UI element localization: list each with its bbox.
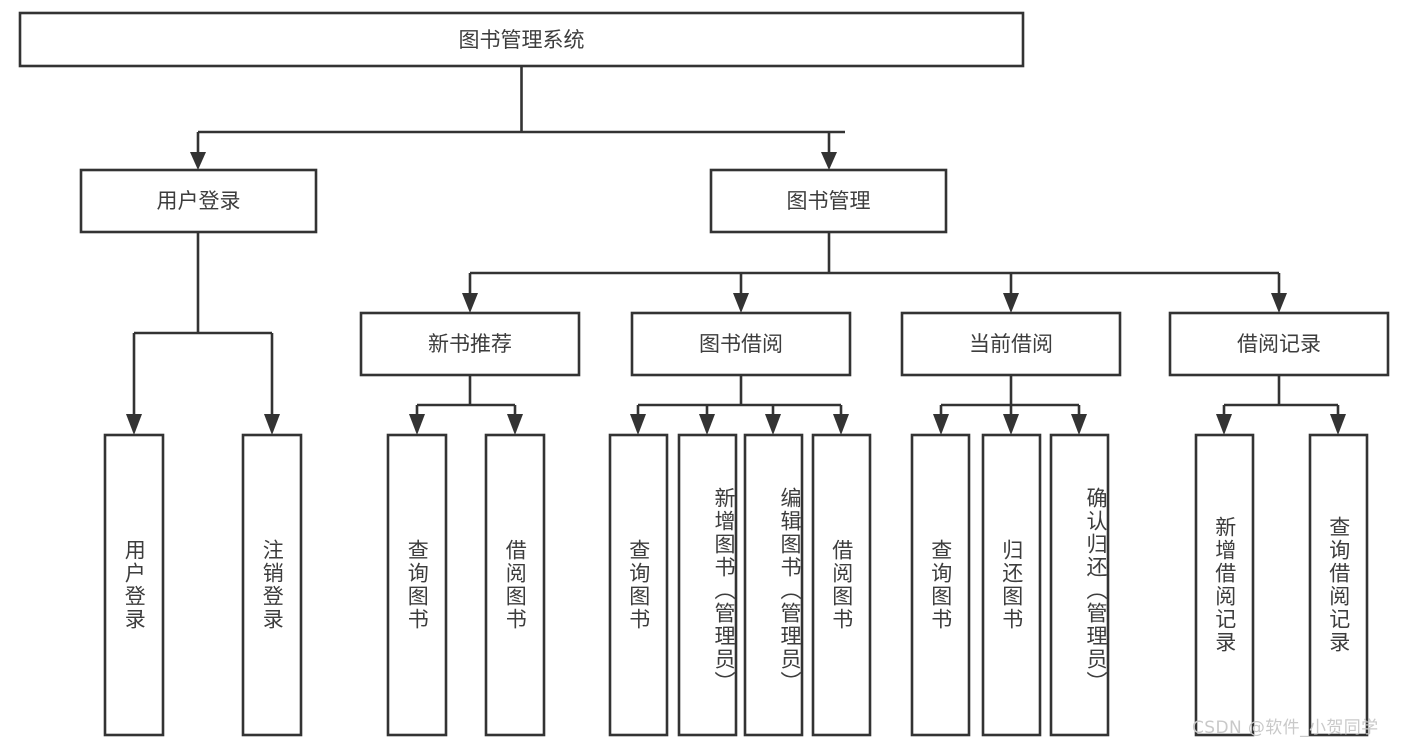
node-label-new-book-recommend: 新书推荐 [428, 332, 512, 356]
arrow-currentborrow-leaf-3 [1071, 414, 1087, 435]
node-box-leaf-bookborrow-1[interactable] [608, 433, 669, 737]
arrow-bookborrow-leaf-4 [833, 414, 849, 435]
node-box-leaf-currentborrow-3[interactable] [1049, 433, 1110, 737]
node-box-book-manage[interactable] [709, 168, 948, 234]
arrow-root-to-book-manage [821, 152, 837, 170]
node-box-leaf-bookborrow-3[interactable] [743, 433, 804, 737]
node-box-leaf-user-login-1[interactable] [103, 433, 165, 737]
node-box-leaf-bookborrow-2[interactable] [677, 433, 738, 737]
node-box-book-borrow[interactable] [630, 311, 852, 377]
arrow-borrowrecord-leaf-2 [1330, 414, 1346, 435]
arrow-newbook-leaf-1 [409, 414, 425, 435]
node-box-current-borrow[interactable] [900, 311, 1122, 377]
csdn-watermark: CSDN @软件_小贺同学 [1192, 718, 1379, 738]
node-box-group: 图书管理系统 用户登录 图书管理 新书推荐 图书借阅 当前借阅 借阅记录 [18, 11, 1390, 737]
node-box-leaf-currentborrow-1[interactable] [910, 433, 971, 737]
arrow-bookmanage-to-book-borrow [733, 293, 749, 313]
node-box-root[interactable] [18, 11, 1025, 68]
arrow-bookmanage-to-borrow-record [1271, 293, 1287, 313]
node-label-user-login: 用户登录 [157, 189, 241, 213]
arrow-bookborrow-leaf-1 [630, 414, 646, 435]
arrow-bookborrow-leaf-2 [699, 414, 715, 435]
node-box-leaf-currentborrow-2[interactable] [981, 433, 1042, 737]
node-box-leaf-newbook-1[interactable] [386, 433, 448, 737]
arrow-bookborrow-leaf-3 [765, 414, 781, 435]
arrow-newbook-leaf-2 [507, 414, 523, 435]
node-box-new-book-recommend[interactable] [359, 311, 581, 377]
arrow-root-to-user-login [190, 152, 206, 170]
arrow-userlogin-leaf-1 [126, 414, 142, 435]
node-box-leaf-borrowrecord-1[interactable] [1194, 433, 1255, 737]
arrow-bookmanage-to-current-borrow [1003, 293, 1019, 313]
arrow-currentborrow-leaf-2 [1003, 414, 1019, 435]
node-box-user-login[interactable] [79, 168, 318, 234]
arrow-bookmanage-to-new-book [462, 293, 478, 313]
node-label-root: 图书管理系统 [459, 28, 585, 52]
arrow-userlogin-leaf-2 [264, 414, 280, 435]
node-box-leaf-user-login-2[interactable] [241, 433, 303, 737]
node-label-book-manage: 图书管理 [787, 189, 871, 213]
connector-group [126, 66, 1346, 435]
node-label-borrow-record: 借阅记录 [1237, 332, 1321, 356]
node-box-leaf-newbook-2[interactable] [484, 433, 546, 737]
node-box-borrow-record[interactable] [1168, 311, 1390, 377]
node-label-current-borrow: 当前借阅 [969, 332, 1053, 356]
node-box-leaf-bookborrow-4[interactable] [811, 433, 872, 737]
node-label-book-borrow: 图书借阅 [699, 332, 783, 356]
arrow-borrowrecord-leaf-1 [1216, 414, 1232, 435]
node-box-leaf-borrowrecord-2[interactable] [1308, 433, 1369, 737]
arrow-currentborrow-leaf-1 [933, 414, 949, 435]
